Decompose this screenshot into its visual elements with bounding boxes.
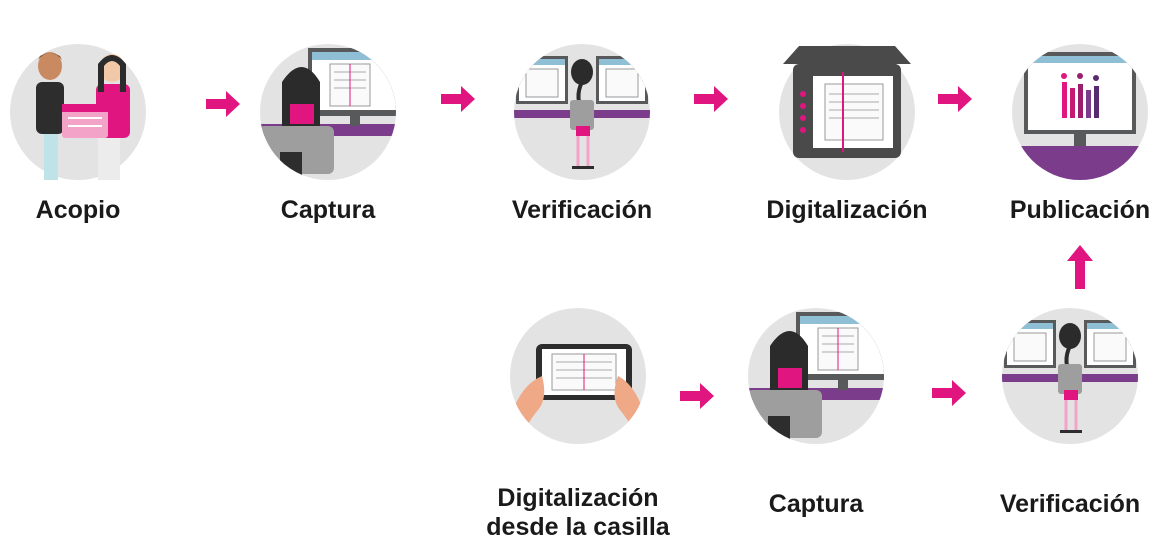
data-capture-workstation-icon <box>748 308 884 444</box>
step-label: Digitalización desde la casilla <box>458 484 698 542</box>
step-digitalizacion: Digitalización <box>766 42 928 232</box>
step-verificacion: Verificación <box>512 42 652 232</box>
step-label: Captura <box>768 490 864 518</box>
arrow-right-icon <box>206 91 240 122</box>
step-label-line2: desde la casilla <box>486 513 670 541</box>
smartphone-photo-icon <box>510 308 646 444</box>
step-label: Verificación <box>999 490 1141 518</box>
step-label: Digitalización <box>766 196 928 224</box>
step-acopio: Acopio <box>8 42 148 232</box>
step-verificacion-casilla: Verificación <box>1000 306 1140 526</box>
dual-monitor-verification-icon <box>1002 308 1138 444</box>
step-label-line1: Digitalización <box>497 484 659 512</box>
arrow-right-icon <box>680 383 714 414</box>
arrow-right-icon <box>938 86 972 117</box>
step-label: Verificación <box>511 196 653 224</box>
step-captura: Captura <box>258 42 398 232</box>
data-capture-workstation-icon <box>260 44 396 180</box>
step-label: Acopio <box>35 196 121 224</box>
arrow-right-icon <box>441 86 475 117</box>
step-captura-casilla: Captura <box>746 306 886 526</box>
step-publicacion: Publicación <box>1010 42 1150 232</box>
step-label: Publicación <box>1009 196 1151 224</box>
scanner-icon <box>779 44 915 180</box>
arrow-right-icon <box>932 380 966 411</box>
dual-monitor-verification-icon <box>514 44 650 180</box>
step-digitalizacion-casilla: Digitalización desde la casilla <box>486 306 670 548</box>
results-chart-monitor-icon <box>1012 44 1148 180</box>
handover-box-icon <box>10 44 146 180</box>
step-label: Captura <box>280 196 376 224</box>
arrow-up-icon <box>1067 245 1093 294</box>
arrow-right-icon <box>694 86 728 117</box>
